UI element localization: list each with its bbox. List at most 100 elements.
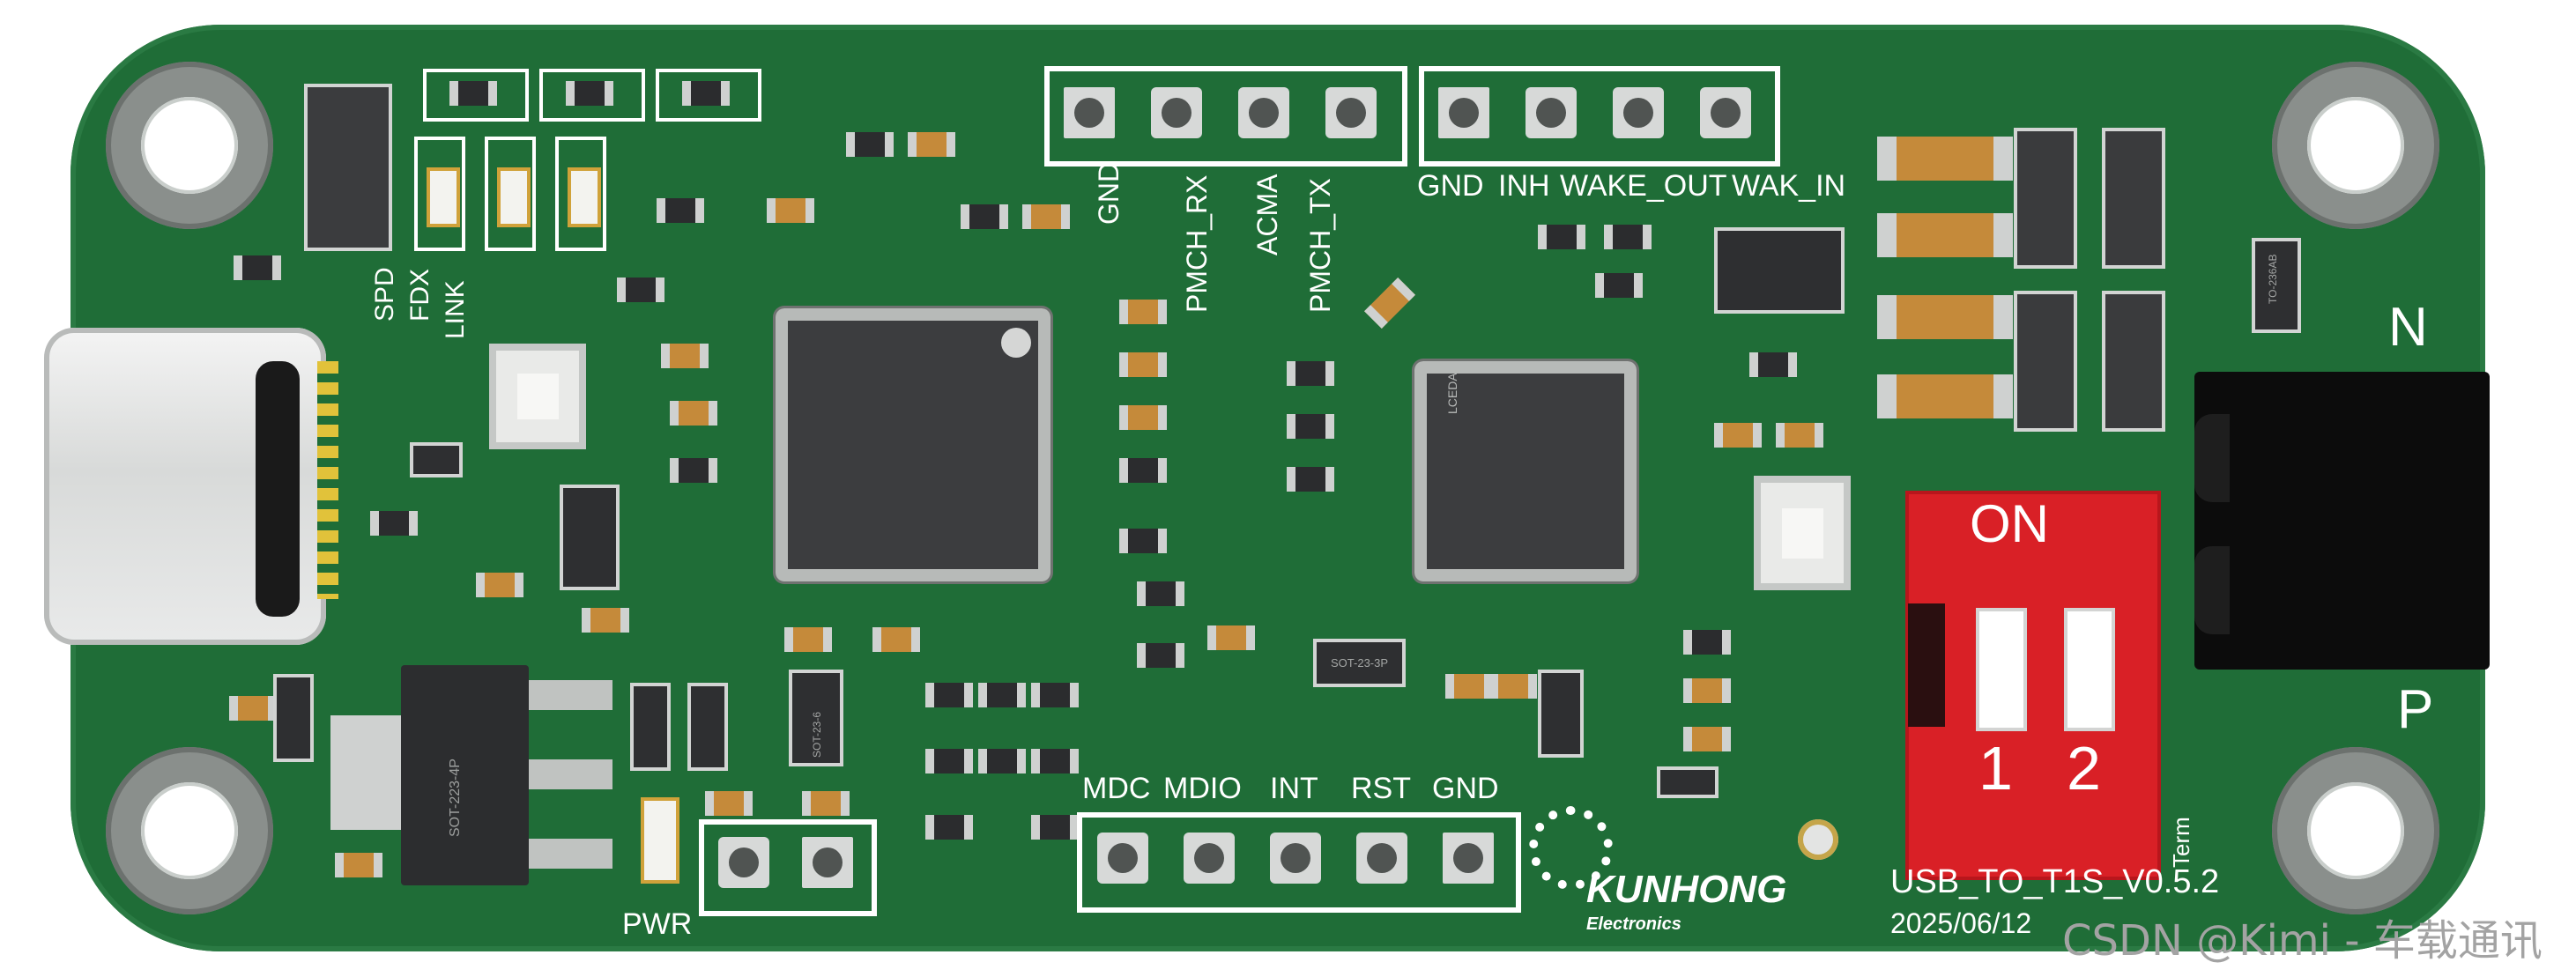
choke-ic [1714,227,1845,314]
led-spd [427,167,460,227]
mounting-hole-top-right [2272,62,2439,229]
silk-inh: INH [1498,169,1550,203]
mosfet-right-bottom [1538,670,1584,758]
transistor-left [410,442,463,477]
dip-switch-toggle-1[interactable] [1976,608,2027,731]
cap-b [1022,204,1070,229]
silk-wak-in: WAK_IN [1732,169,1846,203]
silk-mdc: MDC [1082,772,1151,805]
silk-int: INT [1270,772,1318,805]
power-header-pin-2 [802,837,853,888]
header-bottom [1077,812,1521,913]
silk-acma: ACMA [1251,174,1283,255]
led-frame-2 [485,137,536,251]
resistor-y [1031,815,1079,840]
header-bottom-pin-4 [1356,833,1407,884]
resistor-1 [449,81,497,106]
cap-m [1683,727,1731,751]
regulator-pin-2 [529,759,612,789]
regulator-pin-1 [529,680,612,710]
resistor-t [1031,683,1079,707]
silk-rst: RST [1351,772,1411,805]
led-fdx [497,167,531,227]
header-bottom-pin-1 [1097,833,1148,884]
cap-n [1445,674,1493,699]
cap-q [784,627,832,652]
resistor-f [1119,458,1167,483]
kunhong-logo-mark [1529,806,1613,890]
dip-switch-on: ON [1970,494,2049,553]
diode-small-left-2 [630,683,671,771]
resistor-b [961,204,1008,229]
silk-to236: TO-236AB [2267,254,2279,304]
cap-a [908,132,955,157]
resistor-power-3 [2014,291,2077,432]
cap-big-1 [1877,137,2013,181]
logo-subtitle: Electronics [1586,914,1681,934]
crystal-right [1754,476,1851,590]
resistor-power-1 [2014,128,2077,269]
silk-sot23-6: SOT-23-6 [811,711,823,758]
silk-mdio: MDIO [1163,772,1242,805]
ic-sot23-6 [789,670,843,766]
regulator-sot223 [401,665,529,885]
cap-big-3 [1877,295,2013,339]
mounting-hole-top-left [106,62,273,229]
logo-name: KUNHONG [1586,868,1787,911]
resistor-k [1538,225,1585,249]
terminal-connector-pin-b [2194,546,2230,634]
mounting-hole-bottom-left [106,747,273,914]
terminal-connector [2194,372,2490,670]
header-bottom-pin-5 [1443,833,1494,884]
silk-pmch-rx: PMCH_RX [1181,174,1213,313]
led-frame-1 [414,137,465,251]
transistor-right-bottom [1657,766,1719,798]
silk-led-link: LINK [441,280,470,339]
to236-part [2252,238,2301,333]
silk-gnd-bottom: GND [1432,772,1499,805]
watermark: CSDN @Kimi - 车载通讯 [2062,916,2543,966]
resistor-c [657,198,704,223]
cap-f [1119,300,1167,324]
dip-switch-toggle-2[interactable] [2064,608,2115,731]
cap-j [1714,423,1762,448]
resistor-a [846,132,894,157]
resistor-e [670,458,717,483]
dip-switch-side [1908,603,1945,727]
silk-sot23: SOT-23-3P [1331,656,1389,670]
pwr-led [641,797,679,884]
resistor-u [925,749,973,773]
resistor-2 [566,81,613,106]
header-top-right [1419,66,1780,167]
resistor-p [1137,581,1184,606]
cap-e [670,401,717,426]
silk-n: N [2388,297,2428,358]
led-link [568,167,601,227]
resistor-z [234,255,281,280]
led-frame-3 [555,137,606,251]
header-bottom-pin-3 [1270,833,1321,884]
resistor-g [1119,529,1167,553]
header-top-right-pin-3 [1613,87,1664,138]
mosfet-left [560,485,620,590]
cap-k [1776,423,1823,448]
cap-d [661,344,709,368]
mcu-right [1414,361,1637,581]
header-top-left-pin-2 [1151,87,1202,138]
fiducial-bottom [1798,819,1838,860]
usb-c-opening [256,361,300,617]
cap-big-4 [1877,374,2013,418]
header-top-right-pin-2 [1526,87,1577,138]
diode-top-left [304,84,392,251]
regulator-pin-3 [529,839,612,869]
resistor-h [1287,361,1334,386]
cap-h [1119,405,1167,430]
mcu-pin1-marker [1001,328,1031,358]
resistor-q [1137,643,1184,668]
silk-pwr: PWR [622,907,693,941]
resistor-o [1683,630,1731,655]
regulator-tab [330,715,405,830]
dip-switch-label-2: 2 [2067,734,2101,803]
header-top-left [1044,66,1407,167]
terminal-connector-pin-a [2194,414,2230,502]
